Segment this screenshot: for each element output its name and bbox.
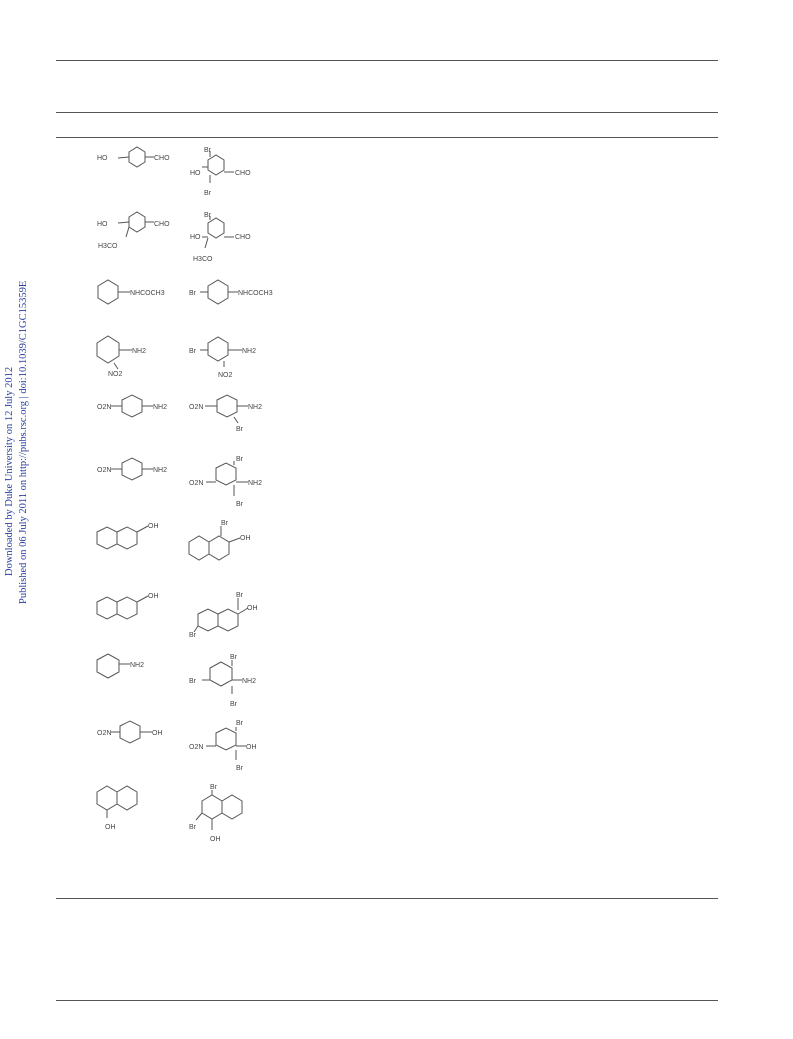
table-bottom-rule [56,898,718,899]
product-structure-7: Br OH [188,520,251,561]
substrate-structure-11: OH [96,785,138,831]
product-8-right: OH [247,605,258,612]
substrate-structure-8: OH [96,593,159,620]
product-7-right: OH [240,535,251,542]
product-structure-5: O2N NH2 Br [189,394,262,433]
publication-notice[interactable]: Published on 06 July 2011 on http://pubs… [18,280,29,604]
product-4-bottom: NO2 [218,372,233,379]
product-4-left: Br [189,348,197,355]
substrate-4-bottom: NO2 [108,371,123,378]
substrate-1-left: HO [97,155,108,162]
substrate-6-right: NH2 [153,467,167,474]
product-10-right: OH [246,744,257,751]
product-structure-11: Br Br OH [189,784,243,843]
substrate-5-right: NH2 [153,404,167,411]
substrate-5-left: O2N [97,404,111,411]
substrate-structure-10: O2N OH [97,720,163,744]
product-9-bottom: Br [230,701,238,708]
substrate-structure-9: NH2 [96,653,144,679]
product-2-bottom: H3CO [193,256,213,263]
substrate-8-right: OH [148,593,159,600]
product-5-bottom: Br [236,426,244,433]
product-5-right: NH2 [248,404,262,411]
substrate-11-bottom: OH [105,824,116,831]
substrate-6-left: O2N [97,467,111,474]
substrate-7-right: OH [148,523,159,530]
product-5-left: O2N [189,404,203,411]
table-top-rule [56,112,718,113]
download-notice[interactable]: Downloaded by Duke University on 12 July… [4,366,15,576]
product-8-left: Br [189,632,197,639]
product-9-right: NH2 [242,678,256,685]
footer-rule [56,1000,718,1001]
substrate-2-bottom: H3CO [98,243,118,250]
substrate-1-right: CHO [154,155,170,162]
product-1-top: Br [204,147,212,154]
product-structure-4: Br NH2 NO2 [189,336,256,379]
product-3-left: Br [189,290,197,297]
product-1-right: CHO [235,170,251,177]
product-structure-9: Br Br NH2 Br [189,654,256,708]
product-6-right: NH2 [248,480,262,487]
product-structure-3: Br NHCOCH3 [189,279,273,305]
product-2-top: Br [204,212,212,219]
product-10-left: O2N [189,744,203,751]
product-9-top: Br [230,654,238,661]
substrate-structure-6: O2N NH2 [97,457,167,481]
product-3-right: NHCOCH3 [238,290,273,297]
product-1-left: HO [190,170,201,177]
substrate-4-right: NH2 [132,348,146,355]
header-rule [56,137,718,138]
substrate-structure-4: NH2 NO2 [96,335,146,378]
product-2-left: HO [190,234,201,241]
product-8-top: Br [236,592,244,599]
product-4-right: NH2 [242,348,256,355]
product-structure-1: Br HO CHO Br [190,147,251,197]
product-6-top: Br [236,456,244,463]
substrate-structure-2: HO CHO H3CO [97,211,170,250]
substrate-10-left: O2N [97,730,111,737]
product-10-top: Br [236,720,244,727]
substrate-9-right: NH2 [130,662,144,669]
product-11-left: Br [189,824,197,831]
product-1-bottom: Br [204,190,212,197]
product-11-top: Br [210,784,218,791]
substrate-2-right: CHO [154,221,170,228]
substrate-2-left: HO [97,221,108,228]
top-rule [56,60,718,61]
product-structure-8: Br OH Br [189,592,258,639]
substrate-structure-3: NHCOCH3 [97,279,165,305]
product-structure-10: Br O2N OH Br [189,720,257,772]
product-6-left: O2N [189,480,203,487]
product-structure-2: Br HO CHO H3CO [190,212,251,263]
substrate-structure-7: OH [96,523,159,550]
substrate-3-right: NHCOCH3 [130,290,165,297]
product-2-right: CHO [235,234,251,241]
product-11-bottom: OH [210,836,221,843]
product-9-left: Br [189,678,197,685]
substrate-10-right: OH [152,730,163,737]
product-10-bottom: Br [236,765,244,772]
product-6-bottom: Br [236,501,244,508]
substrate-structure-1: HO CHO [97,146,170,168]
product-7-top: Br [221,520,229,527]
product-structure-6: Br O2N NH2 Br [189,456,262,508]
substrate-structure-5: O2N NH2 [97,394,167,418]
